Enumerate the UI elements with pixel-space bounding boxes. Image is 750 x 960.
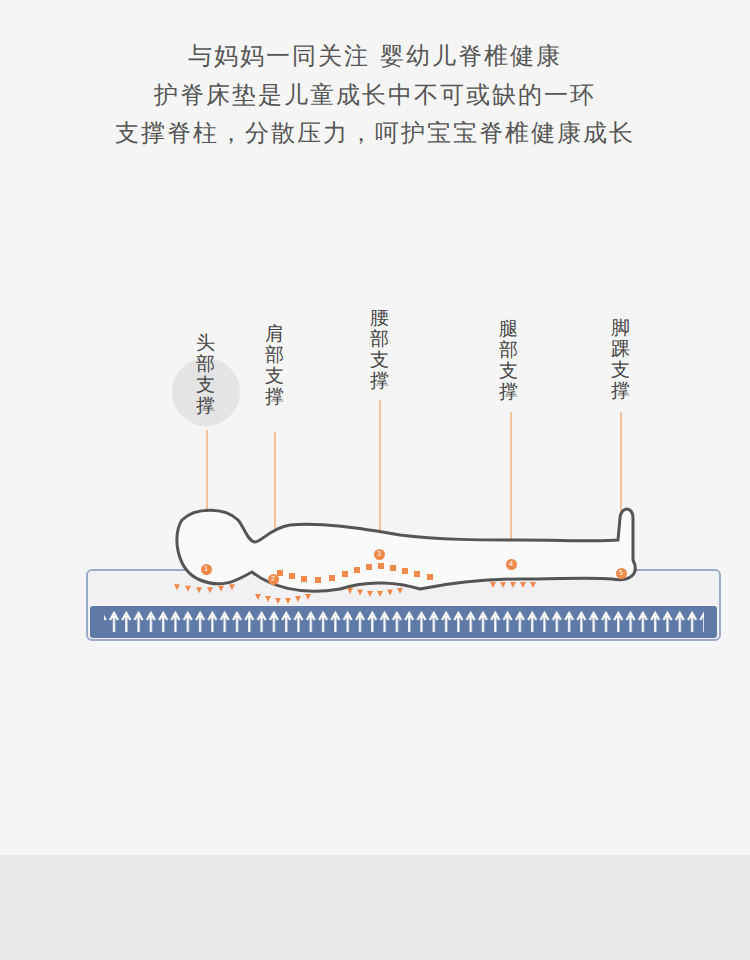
pressure-marks [174,563,536,604]
part-label: 腰部支撑 [370,307,389,391]
title: 与妈妈一同关注 婴幼儿脊椎健康 [0,40,750,72]
callout-number: 1 [204,566,208,573]
subtitle: 护脊床垫是儿童成长中不可或缺的一环 [0,79,750,111]
callout-number: 3 [377,551,381,558]
callout-circle: 1 [201,564,212,575]
part-label: 脚踝支撑 [611,317,630,401]
part-label: 肩部支撑 [265,323,284,407]
callout-circle: 3 [374,549,385,560]
subtitle: 支撑脊柱，分散压力，呵护宝宝脊椎健康成长 [0,117,750,149]
callout-number: 2 [271,576,275,583]
support-arrows [104,606,704,638]
child-body-outline [177,509,635,591]
support-layer [90,606,717,638]
bottom-band [0,855,750,960]
callout-circle: 4 [506,559,517,570]
callout-number: 5 [619,570,623,577]
part-label: 头部支撑 [196,332,215,416]
callout-circle: 5 [616,568,627,579]
callout-number: 4 [509,561,513,568]
callout-circle: 2 [268,574,279,585]
part-label: 腿部支撑 [499,318,518,402]
